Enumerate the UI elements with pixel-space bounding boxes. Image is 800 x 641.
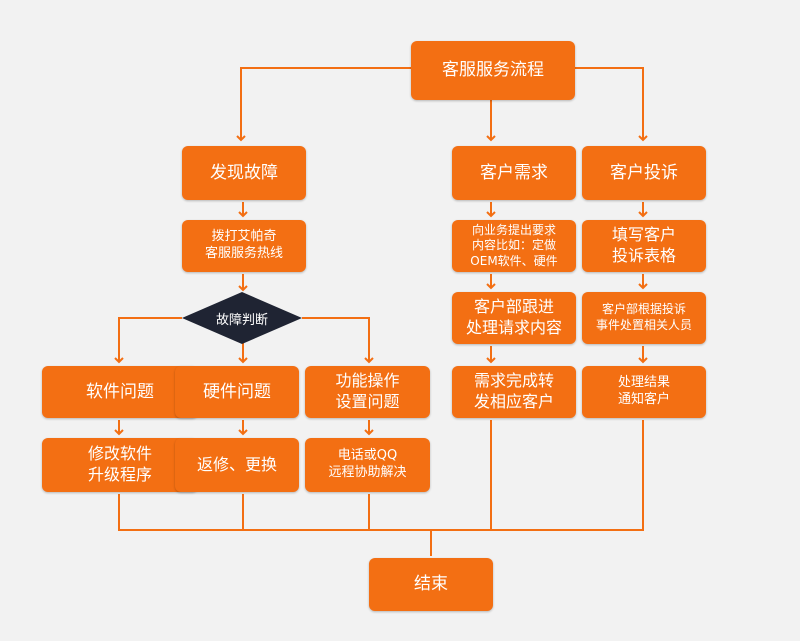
node-demand-detail: 向业务提出要求 内容比如：定做 OEM软件、硬件 [452,220,576,272]
node-decision-label: 故障判断 [215,312,268,328]
node-software-fix: 修改软件 升级程序 [42,438,198,492]
connector-decision-function [302,317,374,364]
connector-root-fault [236,67,411,142]
node-complaint-result: 处理结果 通知客户 [582,366,706,418]
node-hardware: 硬件问题 [175,366,299,418]
connector-decision-branches [114,317,182,364]
node-complaint: 客户投诉 [582,146,706,200]
connector-root-complaint [575,67,648,142]
node-demand-done: 需求完成转 发相应客户 [452,366,576,418]
node-demand: 客户需求 [452,146,576,200]
node-complaint-form: 填写客户 投诉表格 [582,220,706,272]
node-hardware-fix: 返修、更换 [175,438,299,492]
node-call-hotline: 拨打艾帕奇 客服服务热线 [182,220,306,272]
node-fault: 发现故障 [182,146,306,200]
connector-merge-line [118,420,644,531]
node-software: 软件问题 [42,366,198,418]
node-function: 功能操作 设置问题 [305,366,430,418]
node-function-fix: 电话或QQ 远程协助解决 [305,438,430,492]
node-end: 结束 [369,558,493,611]
decision-diamond [182,292,302,344]
node-root: 客服服务流程 [411,41,575,100]
node-demand-follow: 客户部跟进 处理请求内容 [452,292,576,344]
node-complaint-assign: 客户部根据投诉 事件处置相关人员 [582,292,706,344]
